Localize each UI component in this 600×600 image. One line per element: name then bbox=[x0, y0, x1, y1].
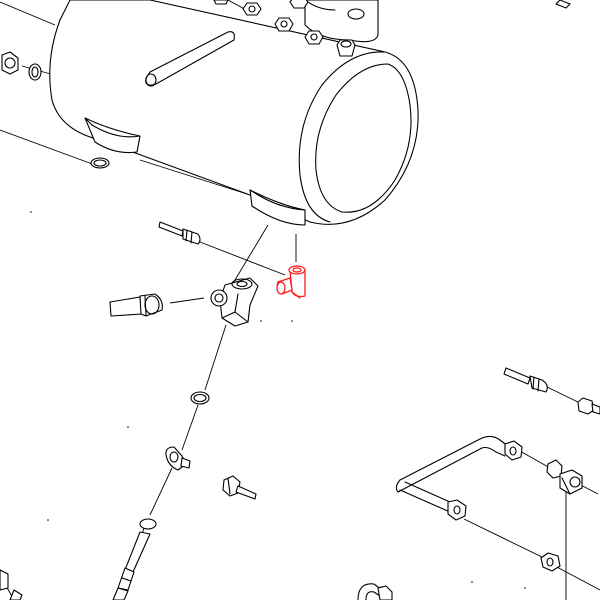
nut-icon bbox=[242, 2, 262, 16]
nut-icon bbox=[289, 0, 309, 9]
o-ring-icon bbox=[190, 391, 210, 405]
bolt-icon bbox=[158, 221, 201, 245]
nut-icon bbox=[304, 30, 324, 45]
banjo-fitting-icon bbox=[165, 446, 191, 471]
fitting-icon bbox=[0, 569, 23, 600]
valve-body-icon bbox=[210, 277, 259, 327]
fitting-icon bbox=[555, 0, 571, 9]
fitting-icon bbox=[336, 39, 356, 57]
elbow-fitting-icon[interactable] bbox=[276, 265, 306, 299]
rod-icon bbox=[145, 31, 235, 87]
hose-fitting-icon bbox=[109, 293, 163, 317]
o-ring-icon bbox=[28, 63, 42, 81]
left-fitting-icon bbox=[1, 51, 42, 81]
nut-group-top bbox=[213, 0, 356, 57]
bent-tube-icon bbox=[395, 435, 523, 521]
bolt-icon bbox=[222, 475, 257, 500]
tank-band-left bbox=[84, 117, 141, 154]
lower-hose-icon bbox=[112, 518, 157, 600]
right-nut-icon bbox=[577, 397, 600, 415]
nut-icon bbox=[213, 0, 229, 5]
tank-band-right bbox=[249, 189, 306, 226]
curved-pipe-icon bbox=[357, 583, 393, 600]
tee-fitting-icon bbox=[546, 459, 583, 495]
reference-dots bbox=[30, 211, 526, 589]
nut-icon bbox=[274, 17, 294, 32]
right-bolt-icon bbox=[503, 367, 548, 393]
tank-cylinder bbox=[49, 0, 419, 226]
nut-icon bbox=[540, 552, 561, 572]
